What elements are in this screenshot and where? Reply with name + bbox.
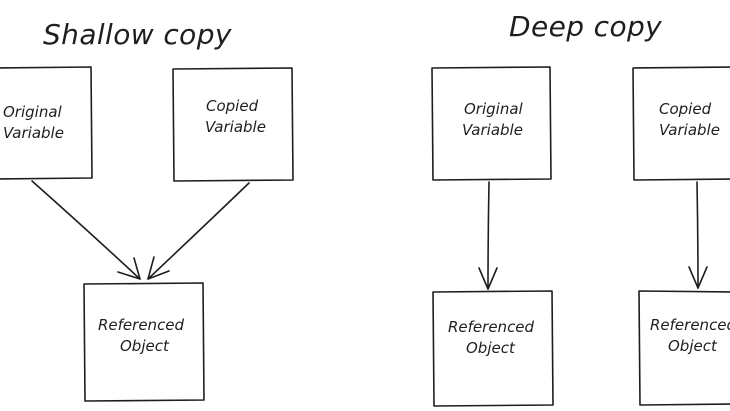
shallow-original-variable-label-line1: Original	[3, 103, 63, 121]
deep-copied-variable-label-line2: Variable	[659, 121, 720, 139]
shallow-copy-section: Shallow copy Original Variable Copied Va…	[0, 18, 294, 402]
deep-arrow-copied-to-referenced	[688, 181, 708, 289]
deep-referenced-object-copied-label-line2: Object	[668, 337, 718, 355]
deep-arrow-original-to-referenced	[478, 181, 498, 290]
shallow-copied-variable-box	[172, 67, 294, 182]
shallow-copied-variable-label-line2: Variable	[205, 118, 266, 136]
deep-copied-variable-label-line1: Copied	[659, 100, 712, 118]
shallow-copy-title: Shallow copy	[43, 18, 232, 51]
deep-original-variable-label-line1: Original	[464, 100, 524, 118]
shallow-copied-variable-node: Copied Variable	[172, 67, 294, 182]
deep-original-variable-box	[431, 66, 552, 181]
deep-copied-variable-node: Copied Variable	[632, 66, 730, 181]
deep-referenced-object-original-node: Referenced Object	[432, 290, 554, 407]
deep-copied-variable-box	[632, 66, 730, 181]
shallow-arrow-original-to-referenced	[31, 180, 141, 280]
deep-copy-section: Deep copy Original Variable Copied Varia…	[431, 10, 730, 407]
deep-referenced-object-original-label-line1: Referenced	[448, 318, 535, 336]
shallow-original-variable-node: Original Variable	[0, 66, 93, 180]
shallow-original-variable-label-line2: Variable	[3, 124, 64, 142]
deep-original-variable-label-line2: Variable	[462, 121, 523, 139]
shallow-arrow-copied-to-referenced	[147, 182, 250, 280]
shallow-original-variable-box	[0, 66, 93, 180]
deep-original-variable-node: Original Variable	[431, 66, 552, 181]
shallow-referenced-object-label-line1: Referenced	[98, 316, 185, 334]
deep-copy-title: Deep copy	[509, 10, 662, 43]
shallow-referenced-object-label-line2: Object	[120, 337, 170, 355]
deep-referenced-object-copied-box	[638, 290, 730, 406]
shallow-referenced-object-node: Referenced Object	[83, 282, 205, 402]
deep-referenced-object-original-label-line2: Object	[466, 339, 516, 357]
deep-referenced-object-copied-node: Referenced Object	[638, 290, 730, 406]
deep-referenced-object-original-box	[432, 290, 554, 407]
shallow-referenced-object-box	[83, 282, 205, 402]
shallow-copied-variable-label-line1: Copied	[206, 97, 259, 115]
deep-referenced-object-copied-label-line1: Referenced	[650, 316, 730, 334]
